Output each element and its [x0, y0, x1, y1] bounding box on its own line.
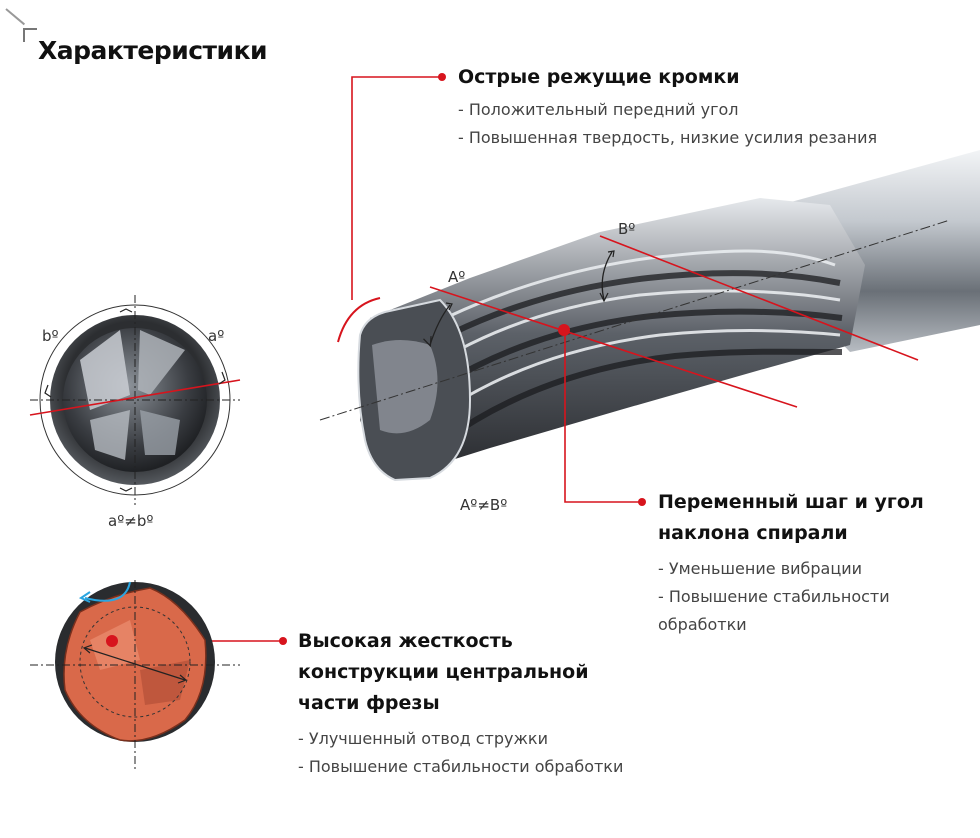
- end-mill-side-view: [319, 150, 980, 482]
- corner-bracket-mark: [23, 28, 37, 42]
- helix-line-A: [429, 286, 798, 408]
- label-B-deg: Bº: [618, 220, 636, 238]
- feature-heading: наклона спирали: [658, 522, 848, 544]
- feature-bullet: - Повышение стабильности обработки: [298, 757, 624, 776]
- callout-dot-center: [558, 324, 570, 336]
- feature-bullet: - Положительный передний угол: [458, 100, 739, 119]
- helix-grooves: [398, 270, 843, 443]
- angle-arc-B: [601, 251, 613, 301]
- flute-body: [360, 198, 865, 470]
- feature-bullet: - Улучшенный отвод стружки: [298, 729, 548, 748]
- end-view-bottom: [30, 580, 240, 770]
- tip-arc: [337, 297, 381, 343]
- end-view-top: [29, 295, 241, 505]
- feature-heading: конструкции центральной: [298, 661, 589, 683]
- label-A-deg: Aº: [448, 268, 466, 286]
- feature-variable-pitch: Переменный шаг и угол наклона спирали - …: [658, 487, 924, 639]
- label-b-deg: bº: [42, 327, 59, 345]
- feature-core-rigidity: Высокая жесткость конструкции центрально…: [298, 626, 623, 781]
- callout-dot-1: [438, 73, 446, 81]
- end-view-red-line: [29, 379, 241, 416]
- label-A-neq-B: Aº≠Bº: [460, 496, 508, 514]
- chip-flow-arrow: [84, 581, 131, 602]
- angle-arc-A: [429, 304, 451, 346]
- callout-dot-2: [638, 498, 646, 506]
- tool-axis-line: [319, 219, 951, 421]
- callout-dot-3: [279, 637, 287, 645]
- feature-bullet: - Уменьшение вибрации: [658, 559, 863, 578]
- feature-heading: Переменный шаг и угол: [658, 491, 924, 513]
- feature-heading: Острые режущие кромки: [458, 66, 740, 88]
- feature-heading: Высокая жесткость: [298, 630, 513, 652]
- helix-line-B: [599, 235, 919, 361]
- page-title: Характеристики: [38, 36, 268, 65]
- feature-bullet: - Повышение стабильности обработки: [658, 587, 890, 634]
- feature-sharp-edges: Острые режущие кромки - Положительный пе…: [458, 62, 877, 152]
- label-a-deg: aº: [208, 327, 225, 345]
- diameter-arrow: [84, 647, 186, 681]
- label-a-neq-b: aº≠bº: [108, 512, 154, 530]
- feature-heading: части фрезы: [298, 692, 440, 714]
- feature-bullet: - Повышенная твердость, низкие усилия ре…: [458, 128, 878, 147]
- helix-highlights: [394, 249, 841, 422]
